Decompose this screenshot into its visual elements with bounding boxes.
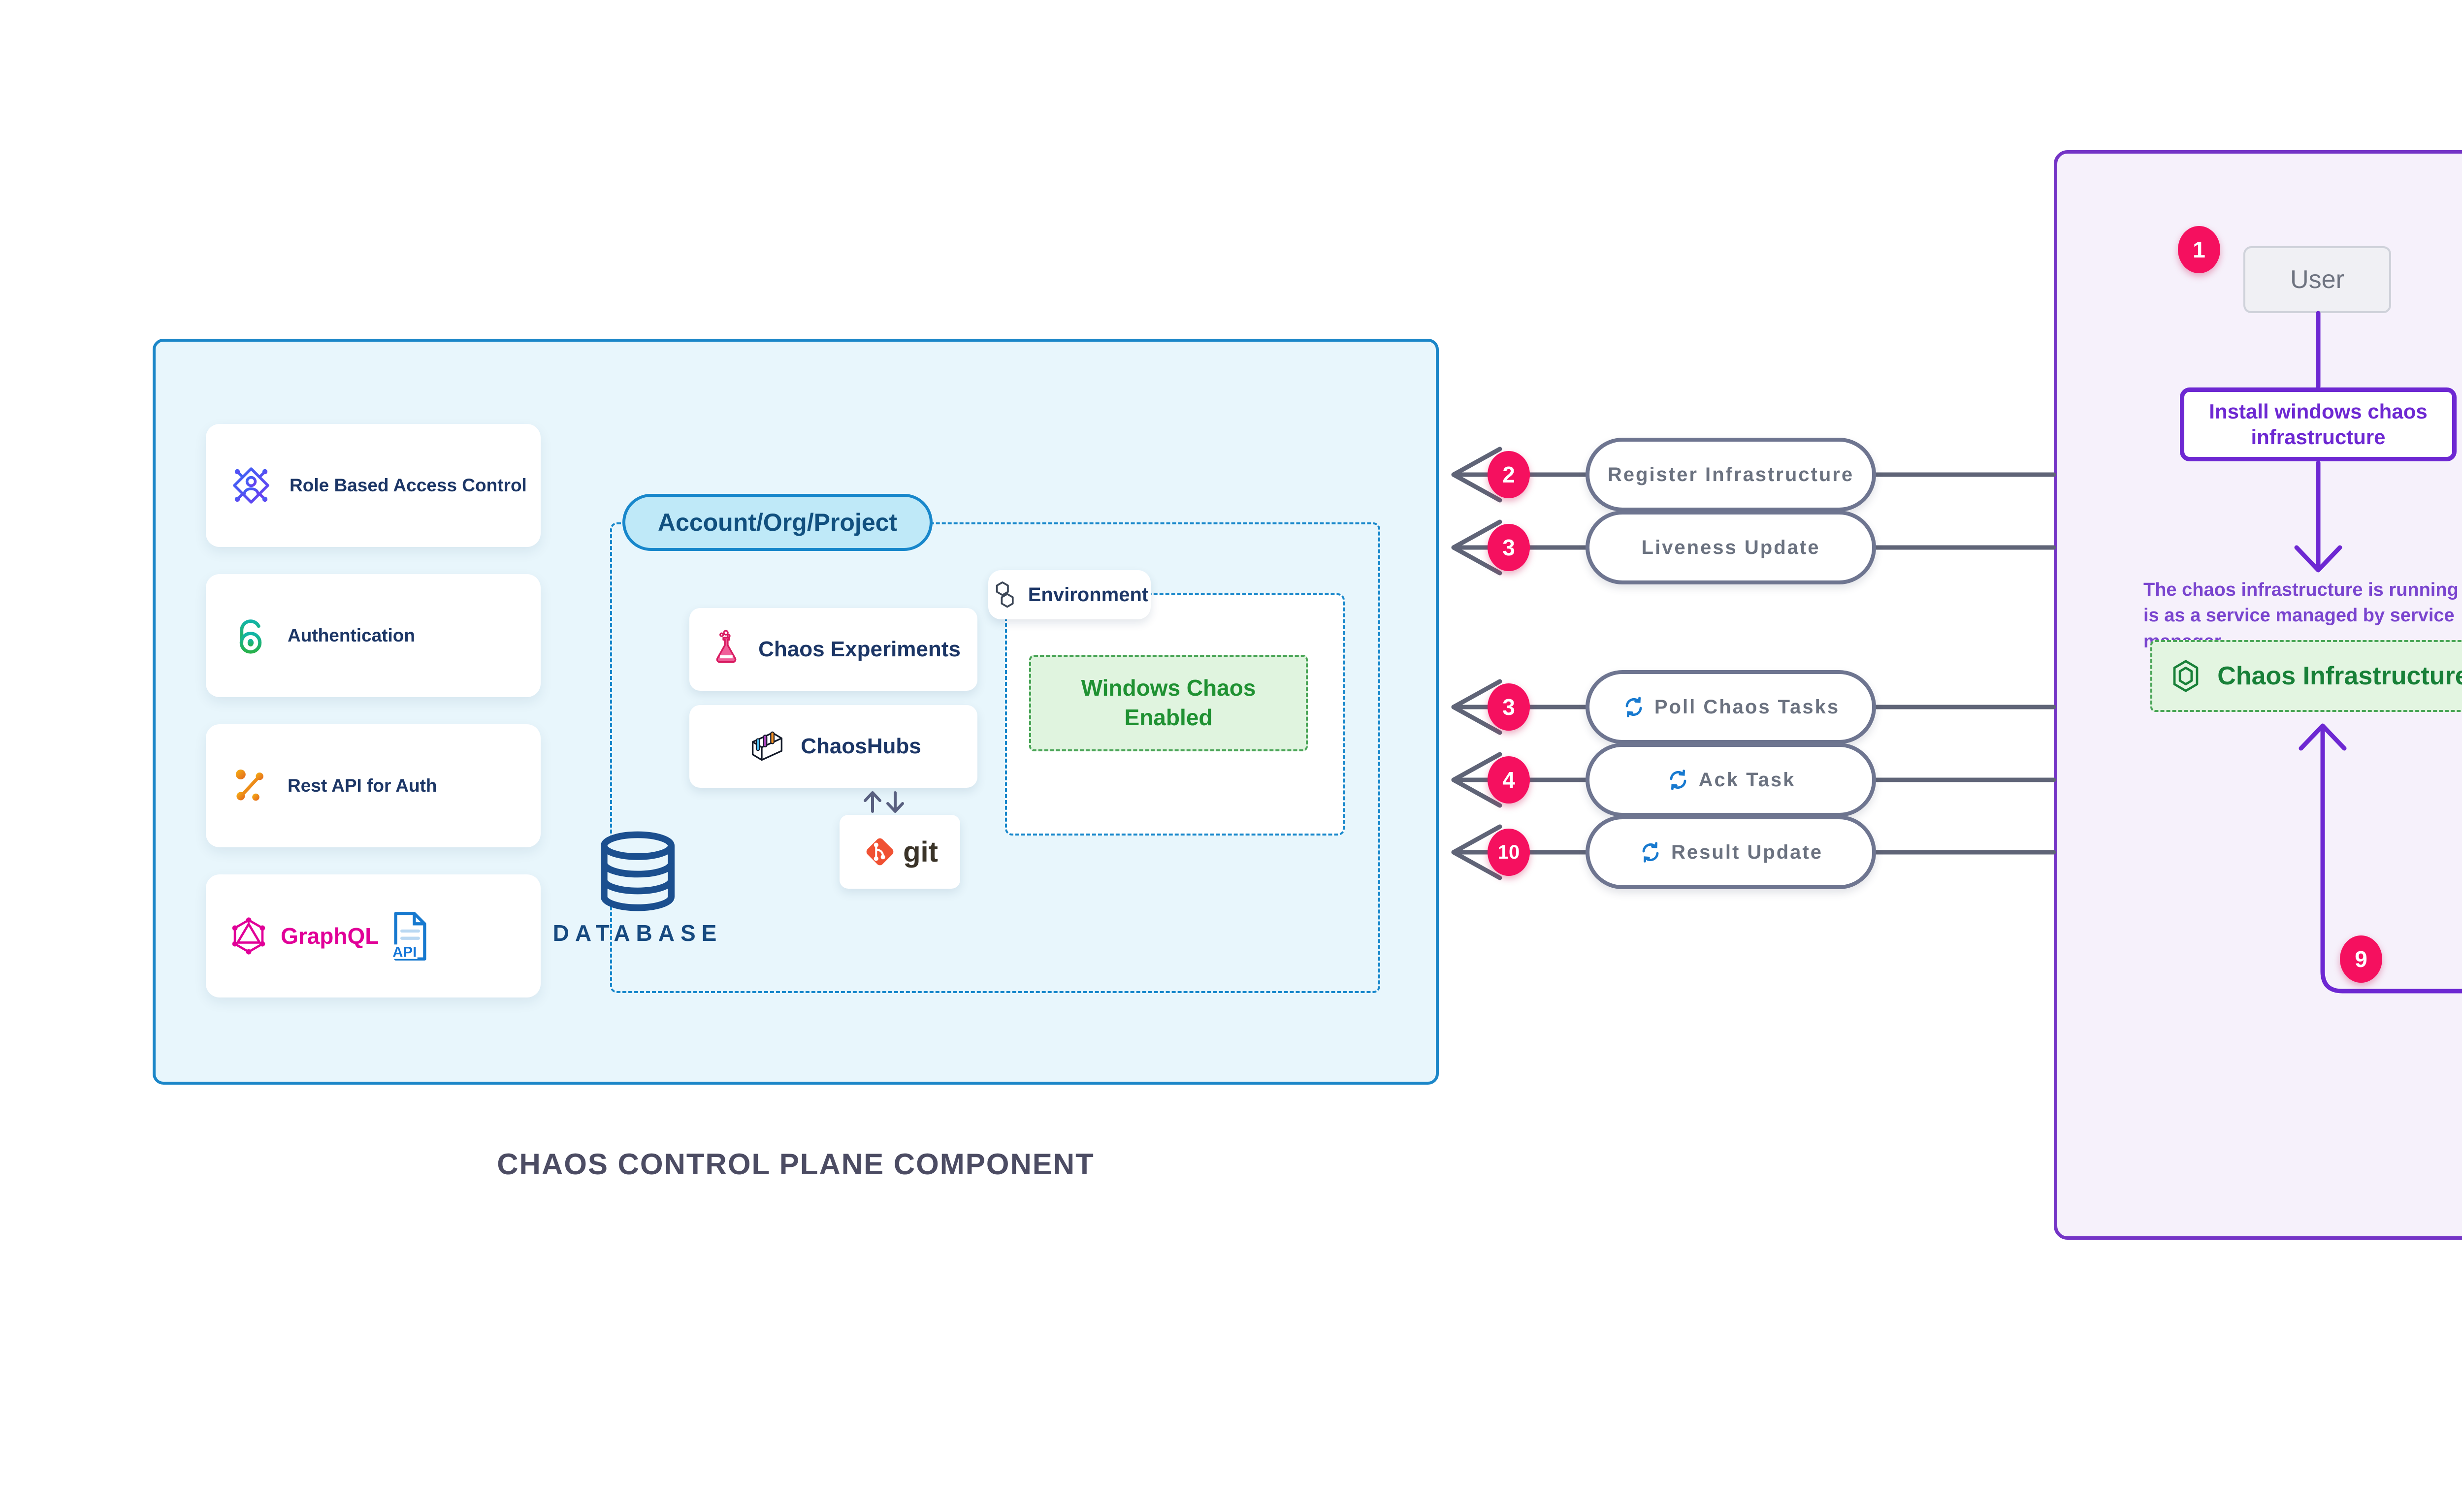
flow-result-label: Result Update <box>1671 841 1823 863</box>
chaoshubs-card: ChaosHubs <box>689 705 977 788</box>
flask-icon <box>716 630 737 663</box>
svg-text:API: API <box>393 944 417 960</box>
card-rbac: Role Based Access Control <box>206 424 541 547</box>
chaoshubs-git-sync-arrows <box>864 791 904 813</box>
windows-chaos-enabled-box: Windows Chaos Enabled <box>1029 655 1308 751</box>
environment-pill: Environment <box>988 570 1151 619</box>
api-file-icon: API <box>391 911 426 961</box>
flow-pill-ack-task: Ack Task <box>1586 743 1876 817</box>
flow-poll-label: Poll Chaos Tasks <box>1654 696 1840 718</box>
chaoshubs-rack-icon <box>752 731 783 761</box>
step-badge-3a: 3 <box>1488 524 1530 571</box>
flow-ack-label: Ack Task <box>1698 769 1796 791</box>
card-rbac-label: Role Based Access Control <box>290 475 527 495</box>
step-badge-4: 4 <box>1488 756 1530 804</box>
flow-pill-liveness-update: Liveness Update <box>1586 511 1876 584</box>
chaos-infrastructure-box: Chaos Infrastructure <box>2150 640 2462 712</box>
step-badge-2: 2 <box>1488 451 1530 498</box>
control-plane-title: CHAOS CONTROL PLANE COMPONENT <box>497 1148 1095 1181</box>
chaos-experiments-label: Chaos Experiments <box>758 637 961 661</box>
git-label: git <box>903 836 938 868</box>
database-label: DATABASE <box>552 920 723 946</box>
user-box: User <box>2243 246 2391 313</box>
open-lock-icon <box>239 619 262 654</box>
step-badge-3b: 3 <box>1488 683 1530 731</box>
card-graphql: GraphQL API <box>206 874 541 997</box>
environment-label: Environment <box>1028 583 1149 606</box>
sync-icon <box>1625 697 1642 717</box>
install-infra-box: Install windows chaos infrastructure <box>2180 387 2457 461</box>
step-badge-1: 1 <box>2178 226 2220 273</box>
card-graphql-label: GraphQL <box>281 923 379 949</box>
git-card: git <box>840 815 960 889</box>
rest-api-icon <box>235 770 263 801</box>
card-rest-api-label: Rest API for Auth <box>288 775 437 796</box>
step-badge-9: 9 <box>2340 935 2382 983</box>
flow-pill-register-infrastructure: Register Infrastructure <box>1586 438 1876 512</box>
card-authentication-label: Authentication <box>288 625 415 645</box>
graphql-icon <box>232 917 265 955</box>
chaos-infrastructure-icon <box>2173 660 2199 692</box>
flow-register-label: Register Infrastructure <box>1607 463 1854 485</box>
card-rest-api: Rest API for Auth <box>206 724 541 847</box>
execution-wires <box>2294 311 2462 994</box>
database-icon <box>601 831 675 911</box>
account-org-project-label: Account/Org/Project <box>657 509 898 536</box>
account-org-project-pill: Account/Org/Project <box>622 494 933 551</box>
card-authentication: Authentication <box>206 574 541 697</box>
chaoshubs-label: ChaosHubs <box>801 734 921 758</box>
rbac-icon <box>233 467 269 504</box>
execution-plane-title: CHAOS EXECUTION PLANE COMPONENT <box>2054 1319 2462 1353</box>
sync-icon <box>1670 770 1686 790</box>
step-badge-10: 10 <box>1488 829 1530 876</box>
account-org-project-container <box>610 522 1380 993</box>
windows-chaos-enabled-label: Windows Chaos Enabled <box>1081 675 1256 730</box>
chaos-experiments-card: Chaos Experiments <box>689 608 977 691</box>
user-label: User <box>2290 265 2344 294</box>
flow-pill-result-update: Result Update <box>1586 815 1876 889</box>
chaos-infrastructure-label: Chaos Infrastructure <box>2217 662 2462 690</box>
install-infra-label: Install windows chaos infrastructure <box>2209 399 2428 449</box>
flow-liveness-label: Liveness Update <box>1641 536 1820 558</box>
git-icon <box>866 838 894 866</box>
environment-hex-icon <box>996 581 1014 608</box>
sync-icon <box>1642 842 1659 863</box>
flow-pill-poll-chaos-tasks: Poll Chaos Tasks <box>1586 670 1876 744</box>
